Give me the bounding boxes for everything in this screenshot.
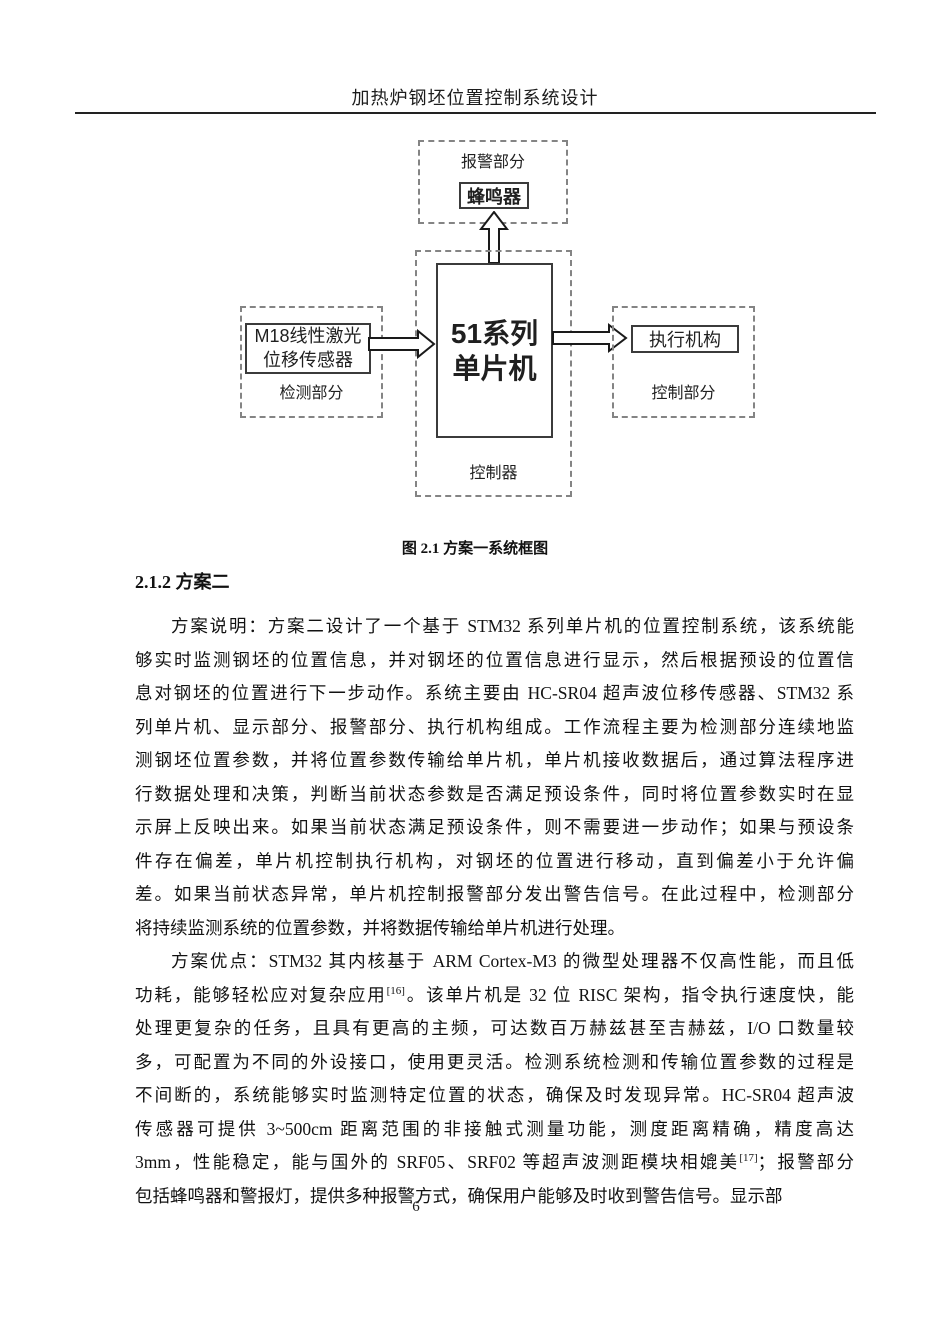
- sensor-block: M18线性激光 位移传感器: [245, 323, 371, 374]
- p1-line: 差。如果当前状态异常，单片机控制报警部分发出警告信号。在此过程中，检测部分: [135, 884, 854, 904]
- p1-line: 行数据处理和决策，判断当前状态参数是否满足预设条件，同时将位置参数实时在显: [135, 783, 854, 804]
- header-divider-line: [75, 112, 876, 114]
- p2-line: 方案优点：STM32 其内核基于 ARM Cortex-M3 的微型处理器不仅高…: [171, 951, 854, 971]
- p1-line: 够实时监测钢坯的位置信息，并对钢坯的位置信息进行显示，然后根据预设的位置信: [135, 649, 854, 670]
- p1-line: 方案说明：方案二设计了一个基于 STM32 系列单片机的位置控制系统，该系统能: [171, 616, 854, 636]
- p2-line: 功耗，能够轻松应对复杂应用[16]。该单片机是 32 位 RISC 架构，指令执…: [135, 979, 854, 1013]
- actuator-block: 执行机构: [631, 325, 739, 353]
- p2-line: 处理更复杂的任务，且具有更高的主频，可达数百万赫兹甚至吉赫兹，I/O 口数量较: [135, 1018, 854, 1038]
- p2-line-text: 3mm，性能稳定，能与国外的 SRF05、SRF02 等超声波测距模块相媲美: [135, 1152, 740, 1172]
- citation-ref-16: [16]: [386, 984, 405, 997]
- control-section-label: 控制部分: [651, 385, 716, 402]
- p2-line: 多，可配置为不同的外设接口，使用更灵活。检测系统检测和传输位置参数的过程是: [135, 1051, 854, 1072]
- p2-line-text: 。该单片机是 32 位 RISC 架构，指令执行速度快，能: [404, 984, 854, 1005]
- p2-line-text: 功耗，能够轻松应对复杂应用: [135, 984, 387, 1005]
- detection-section-label: 检测部分: [279, 385, 344, 402]
- p1-line: 测钢坯位置参数，并将位置参数传输给单片机，单片机接收数据后，通过算法程序进: [135, 750, 854, 770]
- body-text: 方案说明：方案二设计了一个基于 STM32 系列单片机的位置控制系统，该系统能 …: [135, 610, 854, 1213]
- sensor-label-line1: M18线性激光: [254, 326, 362, 347]
- figure-caption: 图 2.1 方案一系统框图: [401, 541, 549, 557]
- alarm-section-label: 报警部分: [460, 154, 525, 171]
- buzzer-block: 蜂鸣器: [459, 182, 529, 209]
- section-heading: 2.1.2 方案二: [135, 572, 230, 592]
- controller-group-label: 控制器: [469, 465, 518, 482]
- detection-section-group-box: M18线性激光 位移传感器 检测部分: [240, 306, 383, 418]
- p1-line: 将持续监测系统的位置参数，并将数据传输给单片机进行处理。: [135, 917, 625, 938]
- control-section-group-box: 执行机构 控制部分: [612, 306, 755, 418]
- p2-line: 3mm，性能稳定，能与国外的 SRF05、SRF02 等超声波测距模块相媲美[1…: [135, 1146, 854, 1180]
- p1-line: 息对钢坯的位置进行下一步动作。系统主要由 HC-SR04 超声波位移传感器、ST…: [135, 683, 854, 703]
- p1-line: 列单片机、显示部分、报警部分、执行机构组成。工作流程主要为检测部分连续地监: [135, 716, 854, 737]
- sensor-label-line2: 位移传感器: [263, 349, 353, 370]
- p2-line: 传感器可提供 3~500cm 距离范围的非接触式测量功能，测度距离精确，精度高达: [135, 1118, 854, 1139]
- arrow-mcu-to-actuator-icon: [552, 322, 628, 354]
- controller-group-box: 51系列 单片机 控制器: [415, 250, 572, 497]
- mcu-label-line1: 51系列: [450, 317, 539, 349]
- citation-ref-17: [17]: [739, 1152, 758, 1165]
- p2-line-text: ；报警部分: [757, 1152, 855, 1172]
- p1-line: 件存在偏差，单片机控制执行机构，对钢坯的位置进行移动，直到偏差小于允许偏: [135, 850, 854, 871]
- mcu-label-line2: 单片机: [452, 352, 537, 384]
- p2-line: 不间断的，系统能够实时监测特定位置的状态，确保及时发现异常。HC-SR04 超声…: [135, 1085, 854, 1105]
- mcu-block: 51系列 单片机: [436, 263, 553, 438]
- page-number: 6: [412, 1199, 420, 1215]
- p1-line: 示屏上反映出来。如果当前状态满足预设条件，则不需要进一步动作；如果与预设条: [135, 817, 854, 837]
- running-header-title: 加热炉钢坯位置控制系统设计: [351, 88, 599, 108]
- arrow-sensor-to-mcu-icon: [368, 328, 436, 360]
- p2-line: 包括蜂鸣器和警报灯，提供多种报警方式，确保用户能够及时收到警告信号。显示部: [135, 1185, 783, 1206]
